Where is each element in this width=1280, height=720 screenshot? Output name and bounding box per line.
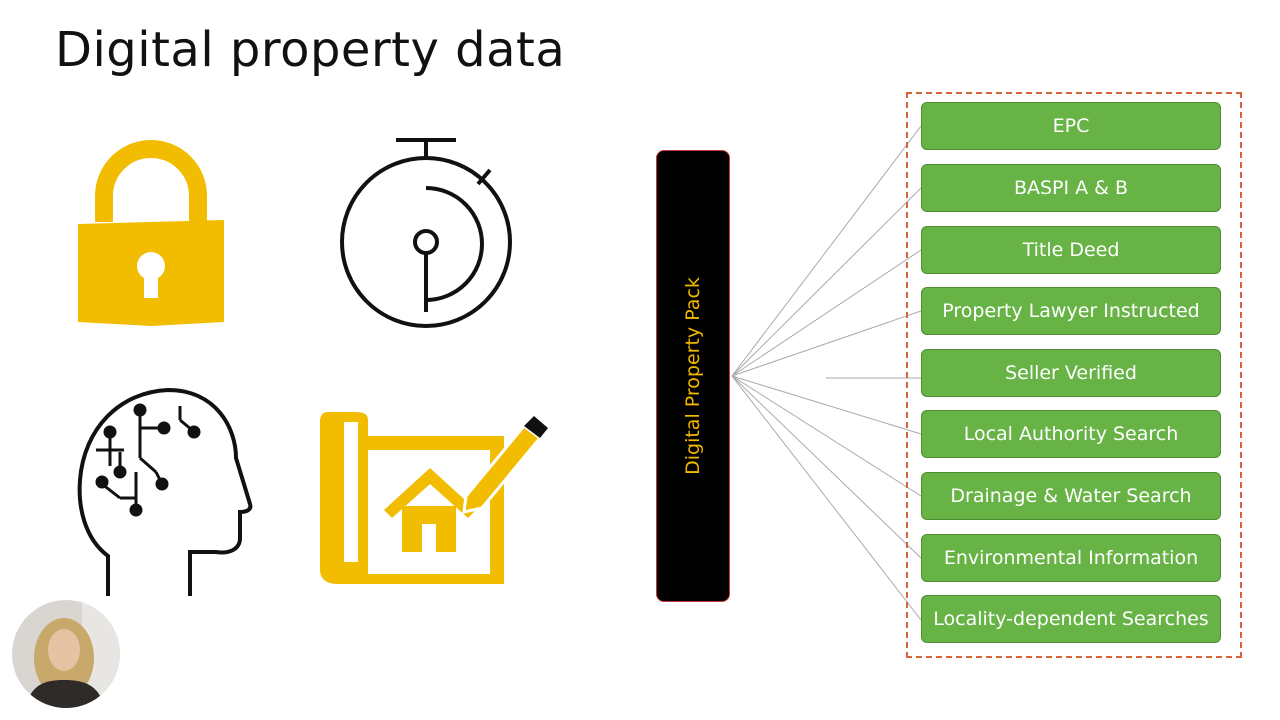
lock-icon <box>78 140 224 326</box>
digital-property-pack-bar: Digital Property Pack <box>656 150 730 602</box>
presenter-video-avatar[interactable] <box>12 600 120 708</box>
items-dashed-frame <box>906 92 1242 658</box>
item-locality-searches: Locality-dependent Searches <box>921 595 1221 643</box>
brain-head-icon <box>77 388 253 596</box>
item-property-lawyer: Property Lawyer Instructed <box>921 287 1221 335</box>
item-drainage-water-search: Drainage & Water Search <box>921 472 1221 520</box>
item-environmental-information: Environmental Information <box>921 534 1221 582</box>
item-epc: EPC <box>921 102 1221 150</box>
page-title: Digital property data <box>55 22 566 78</box>
item-baspi: BASPI A & B <box>921 164 1221 212</box>
item-local-authority-search: Local Authority Search <box>921 410 1221 458</box>
stopwatch-icon <box>340 138 512 328</box>
pack-label: Digital Property Pack <box>682 277 704 475</box>
item-title-deed: Title Deed <box>921 226 1221 274</box>
house-plan-icon <box>320 412 548 584</box>
item-seller-verified: Seller Verified <box>921 349 1221 397</box>
